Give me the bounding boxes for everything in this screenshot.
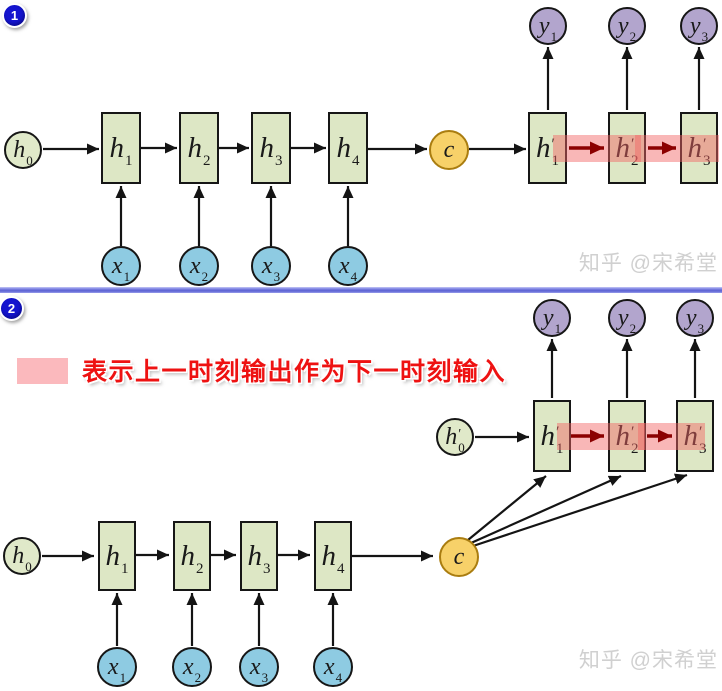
section-2-number-badge: 2 [0, 296, 24, 321]
s1-c-label: c [443, 137, 455, 163]
s1-dec-h3: h′3 [680, 112, 718, 184]
s2-c-label: c [453, 544, 465, 570]
s2-dec-h3-label: h′3 [683, 419, 707, 457]
s1-dec-h2: h′2 [608, 112, 646, 184]
s1-c: c [429, 130, 469, 170]
legend-text: 表示上一时刻输出作为下一时刻输入 [82, 358, 507, 386]
arrow [467, 475, 547, 541]
watermark-bottom: 知乎 @宋希堂 [578, 649, 718, 672]
s2-dec-h2: h′2 [608, 400, 646, 472]
watermark-top: 知乎 @宋希堂 [578, 252, 718, 275]
s2-dec-h1-label: h′1 [540, 419, 564, 457]
s2-hp0: h′0 [436, 418, 474, 456]
s2-hp0-label: h′0 [445, 424, 465, 455]
arrow [472, 473, 688, 548]
s1-dec-h2-label: h′2 [615, 131, 639, 169]
s2-dec-h1: h′1 [533, 400, 571, 472]
legend-pink-swatch [17, 358, 68, 384]
legend: 表示上一时刻输出作为下一时刻输入 [17, 352, 506, 388]
section-divider [0, 287, 722, 293]
s1-dec-h3-label: h′3 [687, 131, 711, 169]
s2-dec-h3: h′3 [676, 400, 714, 472]
arrow [470, 474, 622, 545]
section-1-number-badge: 1 [2, 3, 27, 28]
s1-dec-h1-label: h′1 [536, 131, 559, 169]
s2-c: c [439, 537, 479, 577]
s2-dec-h2-label: h′2 [615, 419, 639, 457]
s1-dec-h1: h′1 [528, 112, 567, 184]
